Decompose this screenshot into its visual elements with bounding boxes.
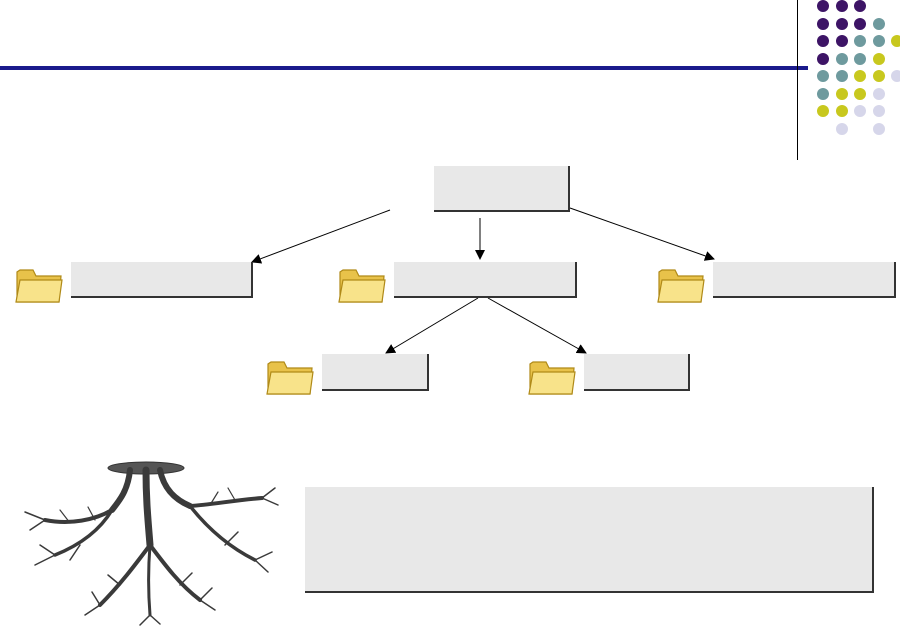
decorative-dot (891, 35, 900, 47)
arrow-middle-to-child-right (487, 297, 587, 354)
level1-box-middle (394, 262, 577, 298)
decorative-dot (835, 17, 848, 30)
decorative-dot (854, 35, 866, 47)
decorative-dot (817, 52, 829, 65)
title-rule (0, 66, 808, 70)
decorative-dot (854, 52, 866, 65)
decorative-dot (891, 70, 900, 82)
decorative-dot (835, 52, 848, 65)
arrow-root-to-left (251, 209, 391, 264)
decorative-dot (872, 87, 885, 100)
decorative-dot (835, 87, 848, 100)
decorative-dot (854, 87, 866, 100)
decorative-dot (872, 17, 885, 30)
folder-icon (15, 269, 63, 303)
decorative-dot (817, 70, 829, 82)
corner-vertical-rule (797, 0, 798, 160)
decorative-dot (854, 70, 866, 82)
decorative-dot (835, 122, 848, 135)
folder-icon (338, 269, 386, 303)
decorative-dot (854, 105, 866, 117)
decorative-dot (872, 70, 885, 82)
level2-box-right (584, 354, 690, 391)
decorative-dot (835, 70, 848, 82)
description-panel (305, 487, 874, 593)
decorative-dot (817, 0, 829, 12)
folder-icon (657, 269, 705, 303)
level1-box-left (71, 262, 253, 298)
decorative-dot (817, 35, 829, 47)
level1-box-right (713, 262, 896, 298)
decorative-dot (835, 35, 848, 47)
level2-box-left (322, 354, 429, 391)
decorative-dot (872, 35, 885, 47)
decorative-dot (854, 0, 866, 12)
arrow-middle-to-child-left (385, 297, 479, 354)
decorative-dot (817, 87, 829, 100)
arrow-root-to-right (569, 207, 715, 261)
decorative-dot (872, 52, 885, 65)
decorative-dot (835, 105, 848, 117)
decorative-dot (817, 17, 829, 30)
decorative-dot (872, 105, 885, 117)
folder-icon (266, 361, 314, 395)
decorative-dot (872, 122, 885, 135)
folder-icon (528, 361, 576, 395)
decorative-dot (835, 0, 848, 12)
decorative-dot (854, 17, 866, 30)
decorative-dot (817, 105, 829, 117)
root-node (434, 166, 570, 212)
